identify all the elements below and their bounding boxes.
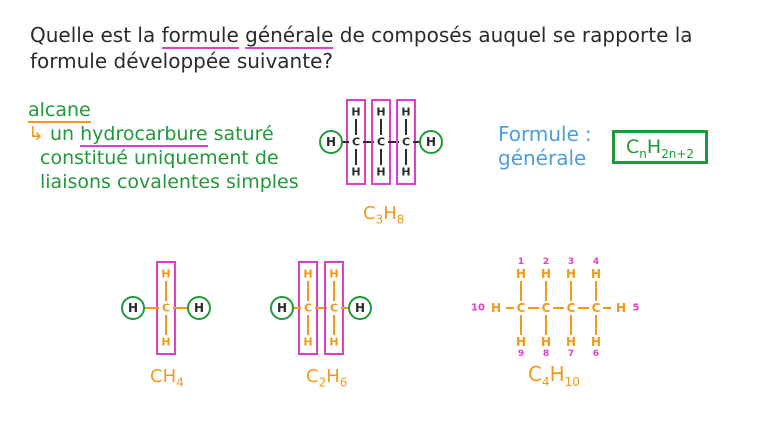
formula-c: C	[625, 136, 640, 158]
butane-carbon-1: C	[542, 301, 551, 315]
butane-num-1: 1	[518, 257, 524, 267]
methane-h-right: H	[194, 301, 204, 315]
butane-num-10: 10	[471, 303, 485, 314]
propane-h: H	[383, 203, 397, 224]
def-line1-post: saturé	[207, 123, 274, 145]
propane-h-left-circle	[319, 130, 343, 154]
methane-h-bottom-0: H	[161, 336, 170, 349]
propane-carbon-2: C	[402, 136, 410, 149]
formula-h: H	[646, 136, 662, 158]
propane-carbon-1: C	[377, 136, 385, 149]
butane-h-left: H	[491, 301, 501, 315]
butane-num-8: 8	[543, 349, 549, 359]
ethane-h-bottom-1: H	[329, 336, 338, 349]
butane-sub1: 4	[541, 375, 550, 389]
question-text: Quelle est la formule générale de compos…	[30, 22, 730, 74]
butane-h-right: H	[616, 301, 626, 315]
propane-h-right-circle	[419, 130, 443, 154]
formula-sub: 2n+2	[661, 146, 695, 161]
butane-num-4: 4	[593, 257, 599, 267]
formula-box: CnH2n+2	[612, 130, 708, 164]
methane-label: CH4	[150, 366, 184, 390]
formule-label2: générale	[498, 146, 587, 170]
question-part1: Quelle est la	[30, 23, 162, 47]
methane-carbon-0: C	[162, 302, 170, 315]
question-part2: de composés auquel se rapporte la formul…	[30, 23, 693, 73]
butane-carbon-2: C	[567, 301, 576, 315]
methane-h-left: H	[128, 301, 138, 315]
formule-generale-label: Formule: générale	[498, 122, 592, 170]
ethane-h-top-0: H	[303, 268, 312, 281]
ethane-label: C2H6	[306, 366, 347, 390]
ethane-h-left: H	[277, 301, 287, 315]
propane-h-bottom-2: H	[401, 166, 410, 179]
ethane-c: C	[306, 366, 319, 387]
formule-label1: Formule	[498, 122, 579, 146]
ethane-carbon-1: C	[330, 302, 338, 315]
def-line3: liaisons covalentes simples	[40, 171, 299, 193]
butane-carbon-3: C	[592, 301, 601, 315]
butane-c: C	[528, 362, 542, 386]
propane-h-left: H	[326, 135, 336, 149]
butane-h-top-2: H	[566, 267, 576, 281]
propane-h-top-1: H	[376, 106, 385, 119]
hydrocarbure-word: hydrocarbure	[80, 123, 208, 147]
ethane-h-right: H	[355, 301, 365, 315]
alcane-definition: alcane ↳ un hydrocarbure saturé constitu…	[28, 98, 299, 194]
ethane-h-left-circle	[270, 296, 294, 320]
ethane-sub2: 6	[339, 375, 348, 390]
methane-h-right-circle	[187, 296, 211, 320]
alcane-term: alcane	[28, 99, 91, 123]
ethane-h-bottom-0: H	[303, 336, 312, 349]
butane-num-2: 2	[543, 257, 549, 267]
methane-ch: CH	[150, 366, 177, 387]
ethane-h-right-circle	[348, 296, 372, 320]
butane-h-top-3: H	[591, 267, 601, 281]
propane-h-bottom-1: H	[376, 166, 385, 179]
propane-label: C3H8	[363, 203, 404, 227]
propane-sub2: 8	[396, 212, 405, 227]
ethane-carbon-0: C	[304, 302, 312, 315]
butane-carbon-0: C	[517, 301, 526, 315]
butane-h-top-0: H	[516, 267, 526, 281]
formule-colon: :	[584, 122, 592, 146]
question-generale-word: générale	[245, 23, 334, 49]
ethane-h: H	[326, 366, 340, 387]
arrow-icon: ↳	[28, 123, 44, 145]
butane-h-bottom-3: H	[591, 335, 601, 349]
butane-h-top-1: H	[541, 267, 551, 281]
butane-num-5: 5	[633, 303, 640, 314]
propane-carbon-0: C	[352, 136, 360, 149]
butane-label: C4H10	[528, 362, 580, 389]
propane-h-right: H	[426, 135, 436, 149]
butane-h: H	[549, 362, 565, 386]
methane-h-top-0: H	[161, 268, 170, 281]
butane-h-bottom-0: H	[516, 335, 526, 349]
propane-h-top-2: H	[401, 106, 410, 119]
methane-h-left-circle	[121, 296, 145, 320]
butane-num-3: 3	[568, 257, 574, 267]
ethane-sub1: 2	[318, 375, 327, 390]
butane-num-9: 9	[518, 349, 524, 359]
question-formule-word: formule	[161, 23, 239, 49]
butane-num-7: 7	[568, 349, 574, 359]
propane-c: C	[363, 203, 376, 224]
ethane-h-top-1: H	[329, 268, 338, 281]
def-line2: constitué uniquement de	[40, 147, 279, 169]
butane-h-bottom-1: H	[541, 335, 551, 349]
butane-sub2: 10	[564, 375, 580, 389]
def-line1-pre: un	[49, 123, 81, 145]
propane-h-bottom-0: H	[351, 166, 360, 179]
formula-n: n	[639, 146, 647, 161]
methane-sub1: 4	[176, 375, 184, 390]
butane-h-bottom-2: H	[566, 335, 576, 349]
propane-h-top-0: H	[351, 106, 360, 119]
butane-num-6: 6	[593, 349, 599, 359]
propane-sub1: 3	[375, 212, 384, 227]
